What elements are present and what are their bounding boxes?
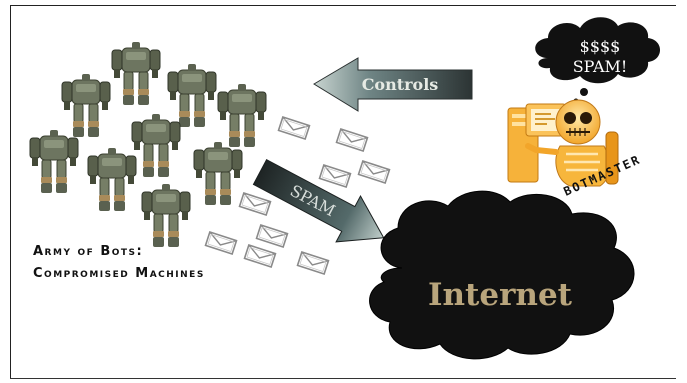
envelope-icon [204,231,238,255]
spam-arrow: SPAM [252,158,385,243]
internet-cloud: Internet [369,190,635,360]
envelope-icon [335,128,369,152]
envelope-icon [255,224,289,248]
thought-cloud: $$$$ SPAM! [535,17,660,104]
envelope-icon [318,164,352,188]
bot-robot-icon [193,141,243,206]
envelope-icon [238,192,272,216]
bot-robot-icon [29,129,79,194]
envelope-icon [243,244,277,268]
bot-robot-icon [87,147,137,212]
bot-robot-icon [111,41,161,106]
bots-caption-line2: Compromised Machines [33,266,205,281]
botmaster-figure: BOTMASTER [507,99,643,199]
controls-arrow-label: Controls [362,75,439,94]
envelope-icon [357,160,391,184]
envelope-icon [277,116,311,140]
bots-caption: Army of Bots: Compromised Machines [33,241,205,285]
envelope-icon [296,251,330,275]
bot-robot-icon [131,113,181,178]
bot-robot-icon [167,63,217,128]
bot-robot-icon [141,183,191,248]
bots-caption-line1: Army of Bots: [33,244,144,259]
slide-bottom-border [10,378,676,379]
thought-cloud-line1: $$$$ [580,37,621,56]
thought-cloud-line2: SPAM! [573,57,628,76]
bot-army [29,41,267,248]
bot-robot-icon [217,83,267,148]
internet-cloud-label: Internet [428,277,573,313]
controls-arrow: Controls [313,57,473,112]
bot-robot-icon [61,73,111,138]
